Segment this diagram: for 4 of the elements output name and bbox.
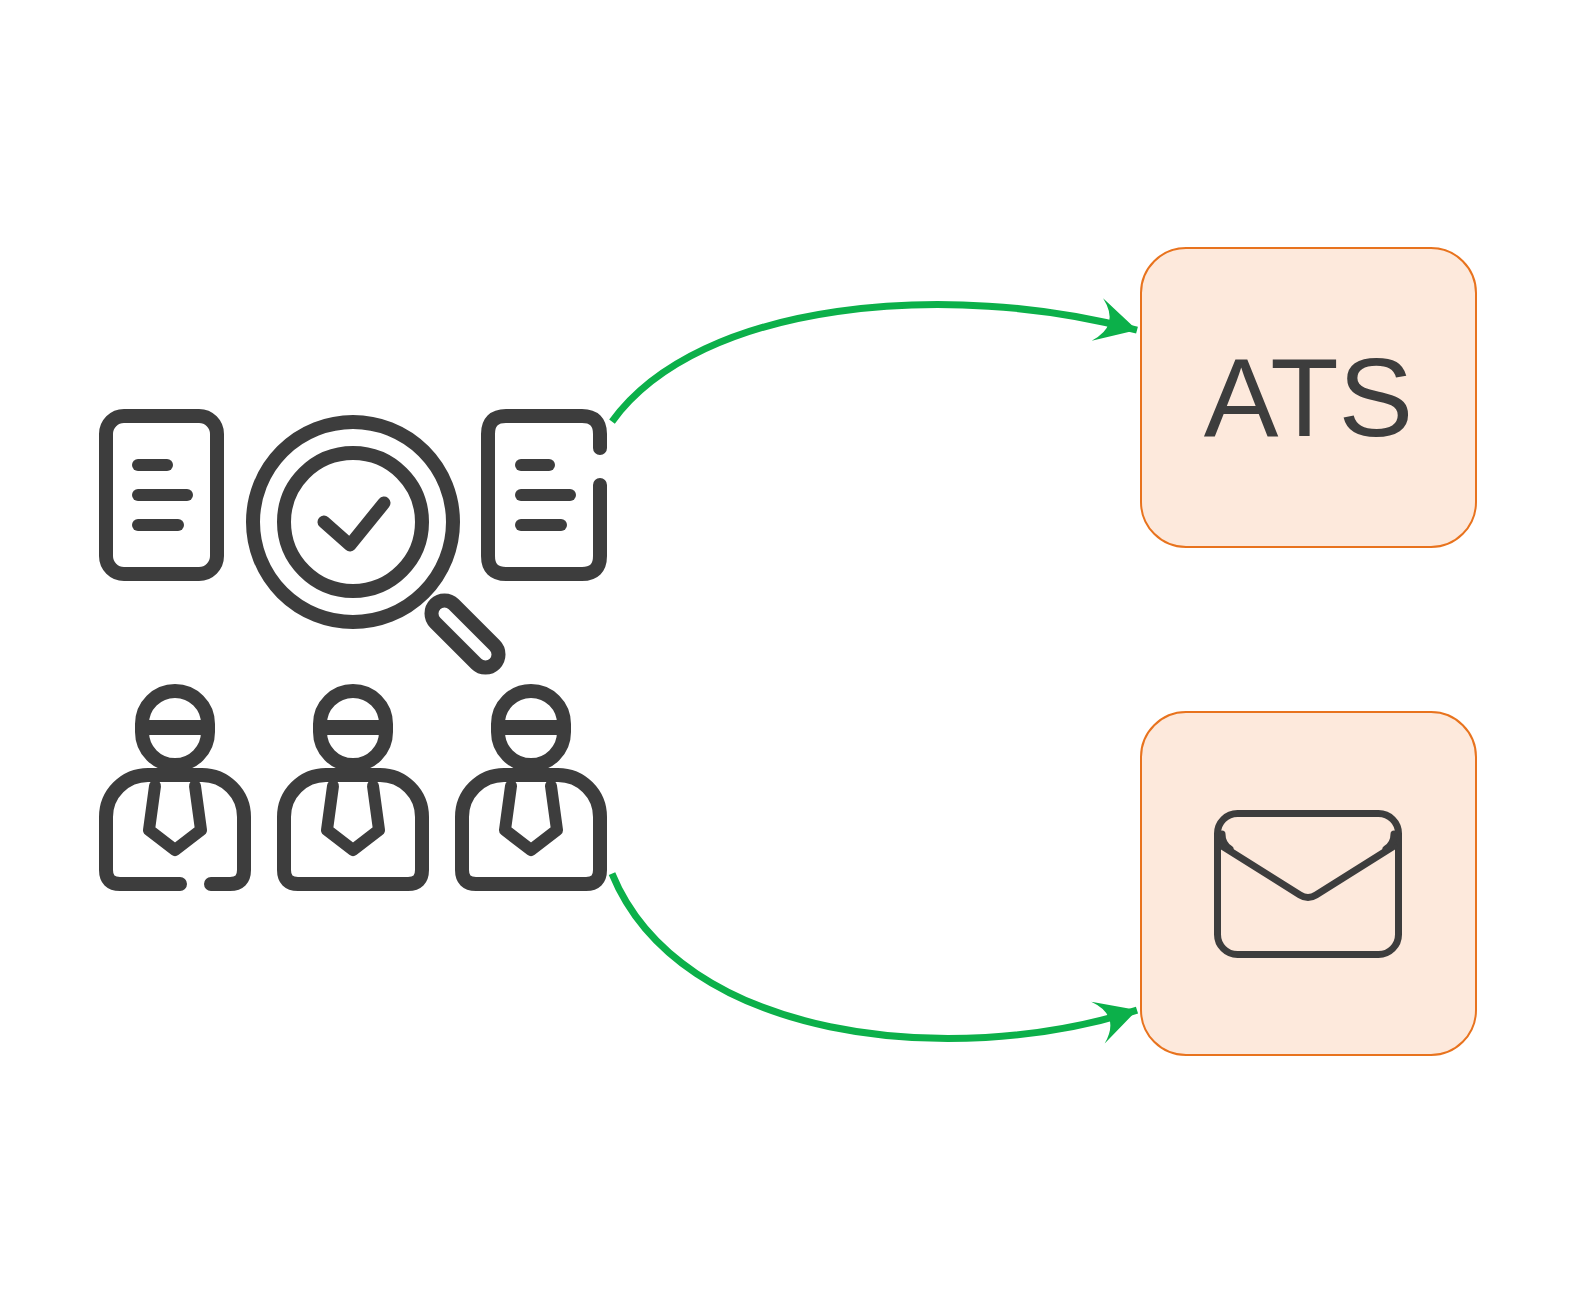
resume-screening-illustration	[98, 407, 609, 893]
process-box	[1140, 247, 1477, 548]
process-box	[1140, 711, 1477, 1056]
node-label: ATS	[1203, 341, 1414, 454]
